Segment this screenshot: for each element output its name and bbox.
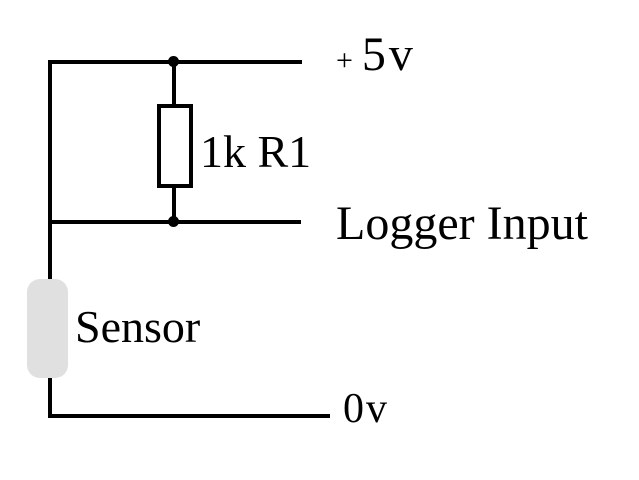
- plus-sign: +: [336, 44, 353, 77]
- junction-dot-5v: [168, 56, 179, 67]
- label-sensor: Sensor: [75, 301, 201, 352]
- resistor-lead-bottom: [172, 184, 176, 224]
- voltage-value: 5v: [361, 28, 416, 81]
- wire-left-branch: [48, 60, 52, 418]
- resistor-lead-top: [172, 60, 176, 108]
- junction-dot-logger: [168, 216, 179, 227]
- wire-0v-rail: [48, 414, 330, 418]
- label-resistor: 1k R1: [200, 126, 312, 177]
- sensor-body: [27, 279, 68, 378]
- label-5v-rail: +5v: [336, 31, 416, 79]
- resistor-body: [157, 104, 193, 188]
- label-0v-rail: 0v: [343, 386, 389, 432]
- label-logger-input: Logger Input: [336, 197, 588, 250]
